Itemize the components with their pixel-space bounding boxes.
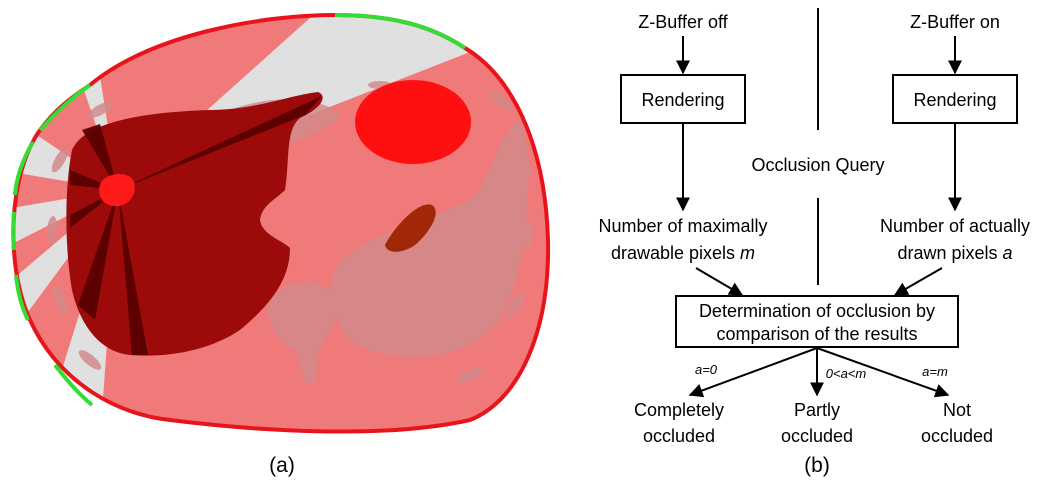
caption-a: (a) [269, 454, 295, 477]
visible-segment [13, 212, 14, 250]
rendering-left-label: Rendering [641, 90, 724, 110]
arrow-right-to-decision [895, 268, 942, 295]
condition-a-between: 0<a<m [826, 366, 867, 381]
max-pixels-line2: drawable pixels m [611, 243, 755, 263]
ct-scene [0, 0, 548, 440]
input-z-buffer-off: Z-Buffer off [638, 12, 728, 32]
max-pixels-text: drawable pixels [611, 243, 740, 263]
var-m: m [740, 243, 755, 263]
decision-line1: Determination of occlusion by [699, 301, 935, 321]
condition-a-eq-m: a=m [922, 364, 948, 379]
occlusion-query-label: Occlusion Query [751, 155, 884, 175]
max-pixels-line1: Number of maximally [598, 216, 767, 236]
caption-b: (b) [804, 454, 830, 477]
input-z-buffer-on: Z-Buffer on [910, 12, 1000, 32]
outcome-completely-line1: Completely [634, 400, 724, 420]
outcome-not-line1: Not [943, 400, 971, 420]
drawn-pixels-line1: Number of actually [880, 216, 1030, 236]
arrow-left-to-decision [696, 268, 742, 295]
flowchart: Z-Buffer off Z-Buffer on Rendering Rende… [598, 8, 1030, 446]
outcome-partly-line2: occluded [781, 426, 853, 446]
outcome-not-line2: occluded [921, 426, 993, 446]
outcome-completely-line2: occluded [643, 426, 715, 446]
condition-a-eq-0: a=0 [695, 362, 718, 377]
var-a: a [1003, 243, 1013, 263]
drawn-pixels-text: drawn pixels [897, 243, 1002, 263]
bright-organ [355, 80, 471, 164]
drawn-pixels-line2: drawn pixels a [897, 243, 1012, 263]
outcome-partly-line1: Partly [794, 400, 840, 420]
rendering-right-label: Rendering [913, 90, 996, 110]
decision-line2: comparison of the results [716, 324, 917, 344]
